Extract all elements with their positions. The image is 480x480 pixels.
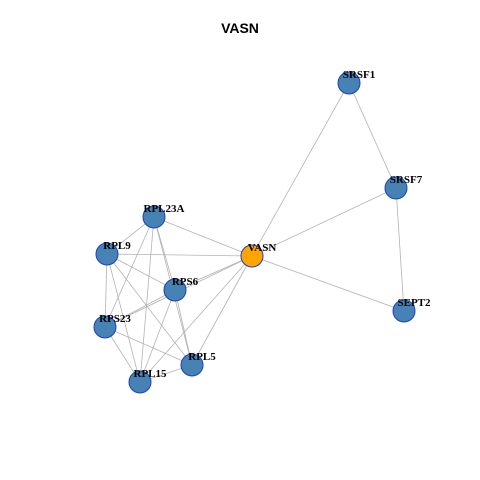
node-circle-vasn [240, 244, 264, 268]
edge-rpl9-rpl15 [106, 253, 141, 383]
edge-srsf7-sept2 [395, 187, 405, 312]
edge-vasn-srsf1 [251, 82, 350, 257]
edge-vasn-rps6 [174, 255, 253, 291]
node-circle-sept2 [392, 299, 416, 323]
node-label-rpl15: RPL15 [134, 368, 168, 380]
node-label-rps6: RPS6 [172, 276, 199, 288]
edge-rpl23a-rps23 [104, 216, 155, 328]
node-srsf1: SRSF1 [337, 69, 375, 95]
node-label-rpl23a: RPL23A [144, 203, 185, 215]
node-circle-rpl23a [142, 205, 166, 229]
node-rps6: RPS6 [163, 276, 199, 302]
edge-srsf1-srsf7 [348, 82, 397, 189]
edge-rps6-rpl15 [139, 289, 176, 383]
edge-layer [104, 82, 405, 383]
edge-vasn-rpl5 [191, 255, 253, 366]
node-circle-rpl5 [180, 353, 204, 377]
edge-rps23-rpl5 [104, 326, 193, 366]
node-rpl15: RPL15 [128, 368, 168, 394]
node-label-rpl9: RPL9 [103, 240, 131, 252]
edge-rpl9-rps23 [104, 253, 108, 328]
node-label-srsf7: SRSF7 [390, 174, 423, 186]
edge-rpl23a-rpl15 [139, 216, 155, 383]
node-rpl23a: RPL23A [142, 203, 185, 229]
node-circle-rps23 [93, 315, 117, 339]
node-label-vasn: VASN [248, 242, 277, 254]
node-rpl9: RPL9 [95, 240, 131, 266]
node-label-rpl5: RPL5 [188, 351, 216, 363]
node-circle-rpl9 [95, 242, 119, 266]
node-circle-srsf7 [384, 176, 408, 200]
edge-vasn-srsf7 [251, 187, 397, 257]
node-rps23: RPS23 [93, 313, 131, 339]
edge-rps6-rps23 [104, 289, 176, 328]
edge-rpl9-rpl5 [106, 253, 193, 366]
node-srsf7: SRSF7 [384, 174, 423, 200]
node-rpl5: RPL5 [180, 351, 216, 377]
graph-title: VASN [221, 20, 259, 36]
node-label-rps23: RPS23 [99, 313, 131, 325]
node-sept2: SEPT2 [392, 297, 431, 323]
edge-rpl9-rps6 [106, 253, 176, 291]
node-label-srsf1: SRSF1 [343, 69, 375, 81]
edge-rps6-rpl5 [174, 289, 193, 366]
edge-vasn-rpl9 [106, 253, 253, 257]
node-label-sept2: SEPT2 [397, 297, 431, 309]
node-circle-srsf1 [337, 71, 361, 95]
edge-vasn-rpl15 [139, 255, 253, 383]
node-circle-rps6 [163, 278, 187, 302]
node-vasn: VASN [240, 242, 277, 268]
edge-vasn-rpl23a [153, 216, 253, 257]
node-circle-rpl15 [128, 370, 152, 394]
edge-vasn-sept2 [251, 255, 405, 312]
